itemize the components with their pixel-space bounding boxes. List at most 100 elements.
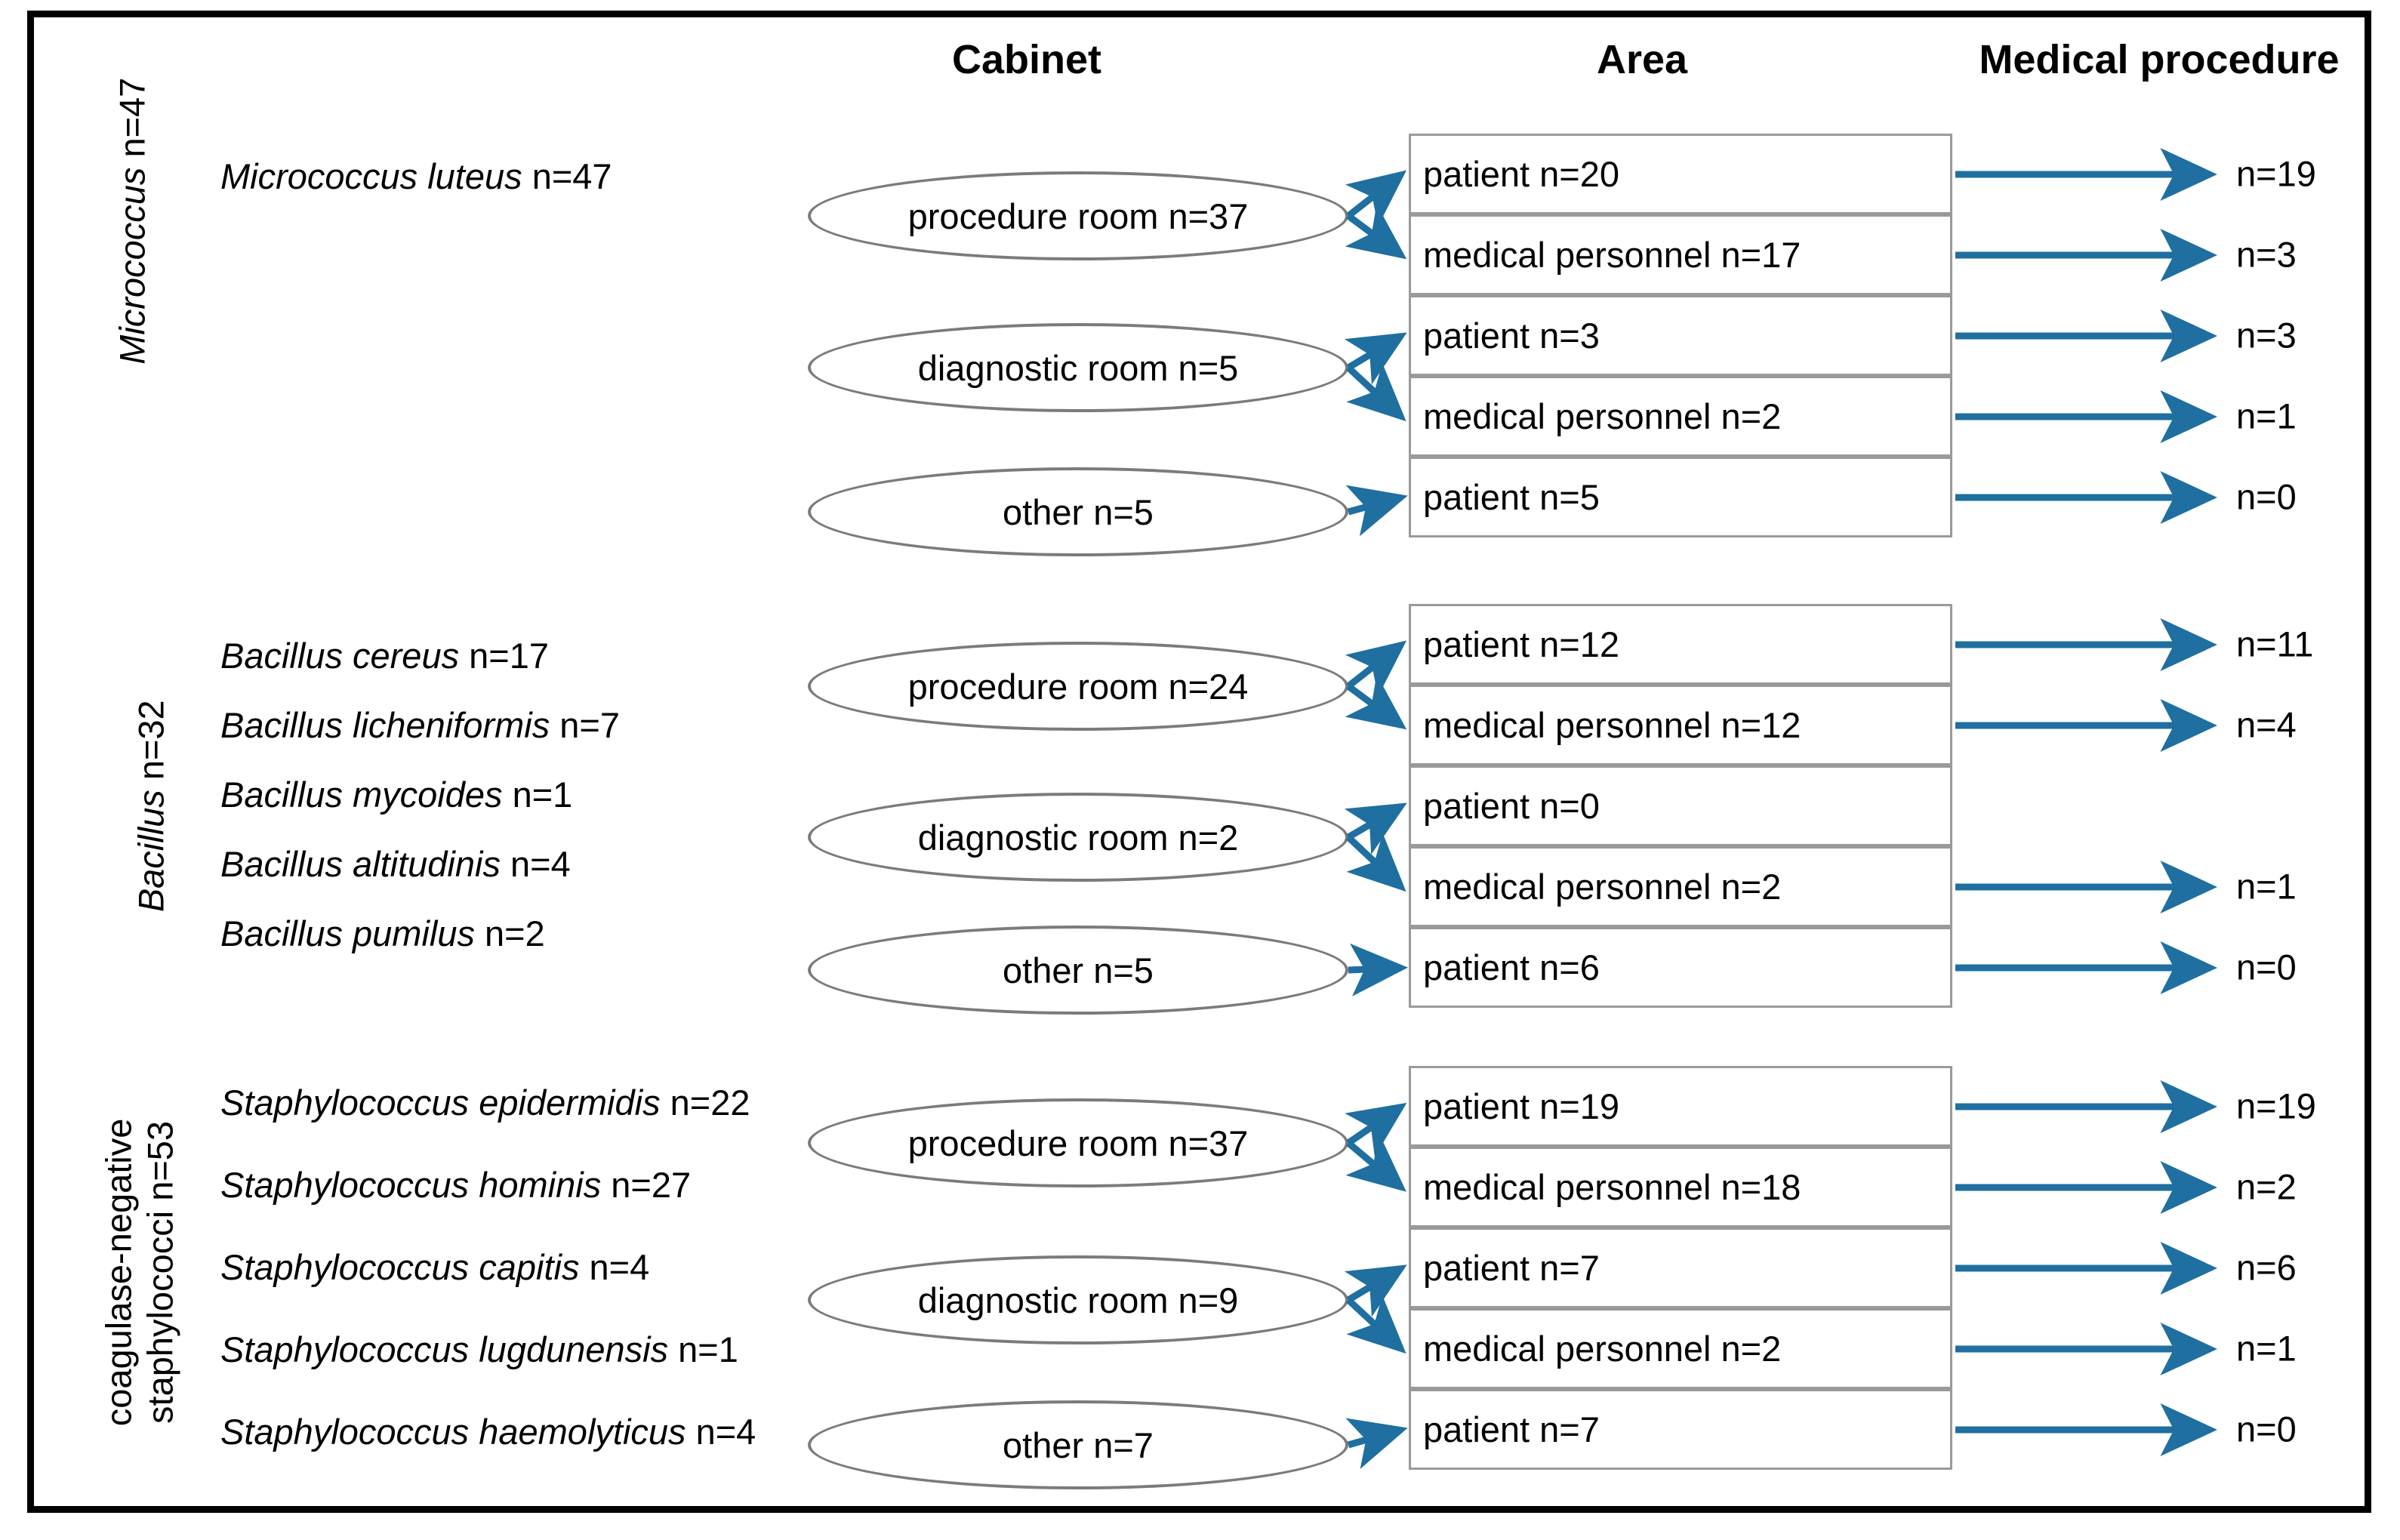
area-label: patient n=7 bbox=[1423, 1248, 1600, 1288]
area-label: patient n=12 bbox=[1423, 624, 1620, 664]
area-label: medical personnel n=18 bbox=[1423, 1167, 1801, 1207]
area-label: medical personnel n=2 bbox=[1423, 1329, 1782, 1369]
cabinet-node[interactable]: other n=5 bbox=[808, 467, 1348, 556]
species-item: Staphylococcus epidermidis n=22 bbox=[220, 1085, 750, 1120]
area-box[interactable]: medical personnel n=17 bbox=[1409, 214, 1952, 295]
procedure-value: n=1 bbox=[2236, 866, 2297, 907]
species-scientific-name: Bacillus altitudinis bbox=[220, 844, 501, 884]
species-scientific-name: Micrococcus luteus bbox=[220, 156, 522, 196]
cabinet-node[interactable]: procedure room n=37 bbox=[808, 171, 1348, 260]
species-count: n=2 bbox=[474, 913, 545, 953]
procedure-value: n=2 bbox=[2236, 1166, 2297, 1207]
area-label: patient n=20 bbox=[1423, 154, 1620, 194]
area-box[interactable]: medical personnel n=18 bbox=[1409, 1147, 1952, 1227]
species-count: n=7 bbox=[550, 705, 620, 745]
species-item: Bacillus mycoides n=1 bbox=[220, 777, 572, 812]
species-count: n=47 bbox=[522, 156, 612, 196]
genus-rail-bacillus: Bacillus n=32 bbox=[130, 648, 171, 965]
cabinet-node[interactable]: diagnostic room n=2 bbox=[808, 793, 1348, 882]
column-header-medical-procedure: Medical procedure bbox=[1979, 37, 2340, 82]
column-header-cabinet: Cabinet bbox=[951, 37, 1102, 82]
area-box[interactable]: medical personnel n=12 bbox=[1409, 685, 1952, 765]
area-label: patient n=7 bbox=[1423, 1409, 1600, 1449]
species-scientific-name: Bacillus cereus bbox=[220, 636, 460, 676]
genus-rail-scientific: Bacillus bbox=[131, 790, 171, 913]
procedure-value: n=11 bbox=[2236, 624, 2314, 664]
area-box[interactable]: patient n=0 bbox=[1409, 765, 1952, 846]
cabinet-node[interactable]: other n=5 bbox=[808, 926, 1348, 1015]
species-item: Bacillus licheniformis n=7 bbox=[220, 707, 620, 743]
genus-rail-micrococcus: Micrococcus n=47 bbox=[111, 63, 153, 380]
species-scientific-name: Bacillus pumilus bbox=[220, 913, 475, 953]
area-box[interactable]: medical personnel n=2 bbox=[1409, 1308, 1952, 1389]
area-box[interactable]: patient n=7 bbox=[1409, 1227, 1952, 1308]
procedure-value: n=3 bbox=[2236, 234, 2297, 275]
area-box[interactable]: patient n=3 bbox=[1409, 295, 1952, 376]
cabinet-label: procedure room n=37 bbox=[907, 1123, 1249, 1163]
procedure-value: n=0 bbox=[2236, 1409, 2297, 1449]
area-box[interactable]: patient n=6 bbox=[1409, 927, 1952, 1008]
species-count: n=4 bbox=[500, 844, 571, 884]
species-count: n=1 bbox=[668, 1329, 738, 1369]
area-box[interactable]: medical personnel n=2 bbox=[1409, 846, 1952, 927]
cabinet-label: diagnostic room n=9 bbox=[917, 1280, 1239, 1320]
cabinet-node[interactable]: procedure room n=37 bbox=[808, 1098, 1348, 1187]
cabinet-label: other n=5 bbox=[1003, 491, 1154, 532]
species-item: Staphylococcus lugdunensis n=1 bbox=[220, 1332, 738, 1367]
area-label: medical personnel n=12 bbox=[1423, 705, 1801, 745]
genus-rail-line-1: coagulase-negative bbox=[98, 1118, 139, 1427]
column-header-area: Area bbox=[1596, 37, 1688, 82]
procedure-value: n=6 bbox=[2236, 1247, 2297, 1288]
species-scientific-name: Staphylococcus hominis bbox=[220, 1165, 602, 1205]
cabinet-label: diagnostic room n=2 bbox=[917, 817, 1239, 858]
procedure-value: n=0 bbox=[2236, 476, 2297, 517]
area-label: medical personnel n=2 bbox=[1423, 867, 1782, 907]
area-box[interactable]: patient n=12 bbox=[1409, 604, 1952, 685]
species-item: Staphylococcus capitis n=4 bbox=[220, 1249, 649, 1285]
species-scientific-name: Staphylococcus epidermidis bbox=[220, 1083, 661, 1123]
cabinet-node[interactable]: procedure room n=24 bbox=[808, 642, 1348, 731]
area-box[interactable]: patient n=7 bbox=[1409, 1389, 1952, 1470]
area-label: medical personnel n=17 bbox=[1423, 235, 1801, 275]
procedure-value: n=19 bbox=[2236, 1086, 2316, 1126]
species-item: Staphylococcus hominis n=27 bbox=[220, 1167, 691, 1203]
species-item: Bacillus pumilus n=2 bbox=[220, 916, 545, 951]
cabinet-node[interactable]: diagnostic room n=9 bbox=[808, 1255, 1348, 1344]
cabinet-label: other n=5 bbox=[1003, 950, 1154, 990]
area-label: patient n=19 bbox=[1423, 1086, 1620, 1126]
genus-rail-count: n=47 bbox=[112, 77, 153, 168]
procedure-value: n=3 bbox=[2236, 315, 2297, 356]
species-item: Bacillus cereus n=17 bbox=[220, 638, 549, 673]
genus-rail-coagulase-negative-staphylococci: coagulase-negative staphylococci n=53 bbox=[98, 1061, 182, 1483]
procedure-value: n=19 bbox=[2236, 153, 2316, 194]
species-count: n=27 bbox=[601, 1165, 692, 1205]
genus-rail-count: n=32 bbox=[131, 700, 171, 790]
species-count: n=22 bbox=[660, 1083, 750, 1123]
species-scientific-name: Staphylococcus lugdunensis bbox=[220, 1329, 669, 1369]
species-scientific-name: Bacillus licheniformis bbox=[220, 705, 550, 745]
species-count: n=17 bbox=[459, 636, 550, 676]
area-label: patient n=0 bbox=[1423, 786, 1600, 826]
species-scientific-name: Bacillus mycoides bbox=[220, 775, 503, 815]
area-label: patient n=6 bbox=[1423, 947, 1600, 987]
species-count: n=4 bbox=[579, 1247, 650, 1287]
cabinet-node[interactable]: diagnostic room n=5 bbox=[808, 323, 1348, 412]
procedure-value: n=0 bbox=[2236, 947, 2297, 987]
cabinet-node[interactable]: other n=7 bbox=[808, 1400, 1348, 1489]
procedure-value: n=1 bbox=[2236, 396, 2297, 436]
species-scientific-name: Staphylococcus haemolyticus bbox=[220, 1412, 686, 1452]
area-label: patient n=5 bbox=[1423, 477, 1600, 517]
area-label: patient n=3 bbox=[1423, 316, 1600, 356]
species-item: Micrococcus luteus n=47 bbox=[220, 159, 612, 194]
procedure-value: n=1 bbox=[2236, 1328, 2297, 1369]
species-item: Bacillus altitudinis n=4 bbox=[220, 846, 571, 882]
area-box[interactable]: patient n=19 bbox=[1409, 1066, 1952, 1147]
area-box[interactable]: patient n=20 bbox=[1409, 134, 1952, 214]
area-box[interactable]: patient n=5 bbox=[1409, 457, 1952, 537]
genus-rail-line-2: staphylococci n=53 bbox=[140, 1120, 180, 1424]
area-box[interactable]: medical personnel n=2 bbox=[1409, 376, 1952, 457]
species-count: n=1 bbox=[502, 775, 573, 815]
cabinet-label: diagnostic room n=5 bbox=[917, 347, 1239, 388]
cabinet-label: procedure room n=24 bbox=[907, 666, 1249, 707]
cabinet-label: other n=7 bbox=[1003, 1424, 1154, 1465]
